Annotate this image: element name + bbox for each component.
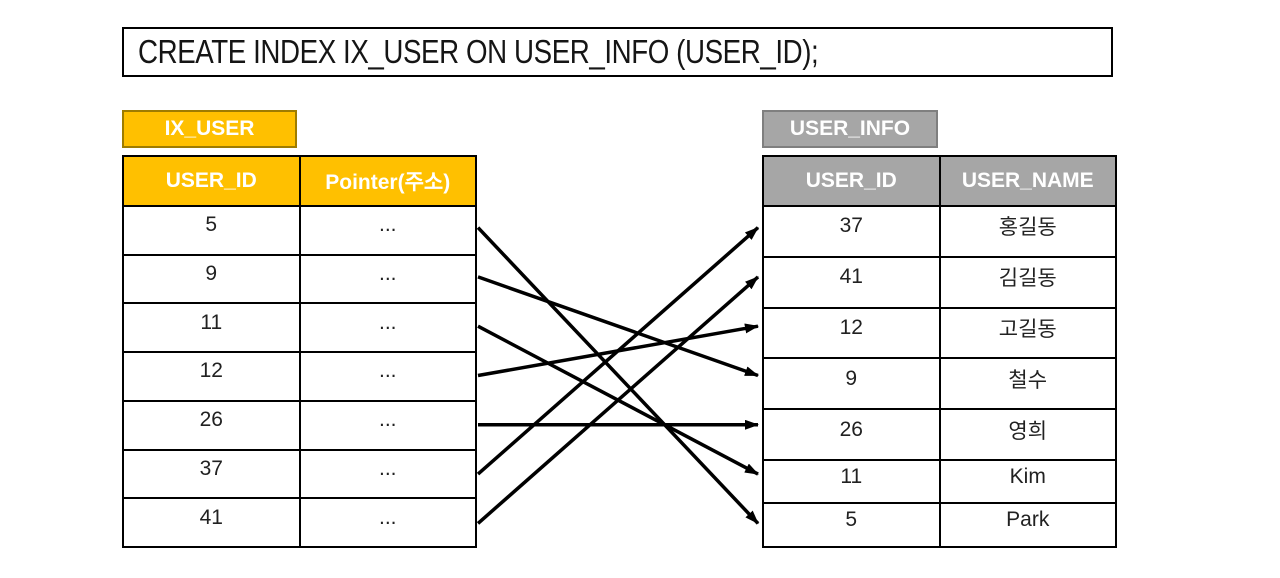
index-pointer-arrow: [477, 323, 759, 378]
data-col-user-id: USER_ID: [762, 155, 941, 207]
user-id-cell: 9: [762, 357, 941, 411]
pointer-cell: ...: [298, 205, 477, 256]
user-name-cell: 홍길동: [938, 205, 1117, 258]
index-pointer-arrow: [477, 275, 759, 378]
user-id-cell: 12: [762, 306, 941, 360]
table-row: 5...: [122, 205, 477, 256]
user-id-cell: 5: [122, 205, 301, 256]
user-id-cell: 37: [762, 205, 941, 258]
user-name-cell: Park: [938, 502, 1117, 548]
user-id-cell: 41: [122, 497, 301, 548]
pointer-cell: ...: [298, 448, 477, 500]
user-name-cell: 철수: [938, 357, 1117, 411]
index-pointer-arrow: [477, 324, 759, 476]
user-name-cell: 김길동: [938, 255, 1117, 309]
table-row: 11...: [122, 302, 477, 354]
user-id-cell: 26: [762, 408, 941, 461]
table-row: 26...: [122, 399, 477, 451]
index-pointer-arrow: [476, 226, 760, 525]
user-id-cell: 41: [762, 255, 941, 309]
pointer-cell: ...: [298, 351, 477, 402]
pointer-cell: ...: [298, 302, 477, 354]
index-table-header-row: USER_ID Pointer(주소): [122, 155, 477, 207]
user-id-cell: 5: [762, 502, 941, 548]
table-row: 12...: [122, 351, 477, 402]
data-col-user-name: USER_NAME: [938, 155, 1117, 207]
pointer-cell: ...: [298, 253, 477, 305]
user-id-cell: 37: [122, 448, 301, 500]
user-id-cell: 12: [122, 351, 301, 402]
user-name-cell: 고길동: [938, 306, 1117, 360]
user-id-cell: 11: [762, 458, 941, 505]
user-id-cell: 9: [122, 253, 301, 305]
data-table-title: USER_INFO: [762, 110, 938, 148]
user-name-cell: 영희: [938, 408, 1117, 461]
index-col-pointer: Pointer(주소): [298, 155, 477, 207]
table-row: 41...: [122, 497, 477, 548]
user-id-cell: 26: [122, 399, 301, 451]
data-table-header-row: USER_ID USER_NAME: [762, 155, 1117, 207]
index-pointer-arrow: [476, 275, 760, 525]
index-table: USER_ID Pointer(주소) 5... 9... 11... 12..…: [122, 155, 477, 548]
index-table-title: IX_USER: [122, 110, 297, 148]
user-name-cell: Kim: [938, 458, 1117, 505]
sql-statement-text: CREATE INDEX IX_USER ON USER_INFO (USER_…: [138, 33, 819, 70]
user-id-cell: 11: [122, 302, 301, 354]
index-col-user-id: USER_ID: [122, 155, 301, 207]
sql-statement-box: CREATE INDEX IX_USER ON USER_INFO (USER_…: [122, 27, 1113, 77]
table-row: 9...: [122, 253, 477, 305]
pointer-cell: ...: [298, 399, 477, 451]
pointer-cell: ...: [298, 497, 477, 548]
index-pointer-arrow: [476, 226, 760, 476]
table-row: 37...: [122, 448, 477, 500]
